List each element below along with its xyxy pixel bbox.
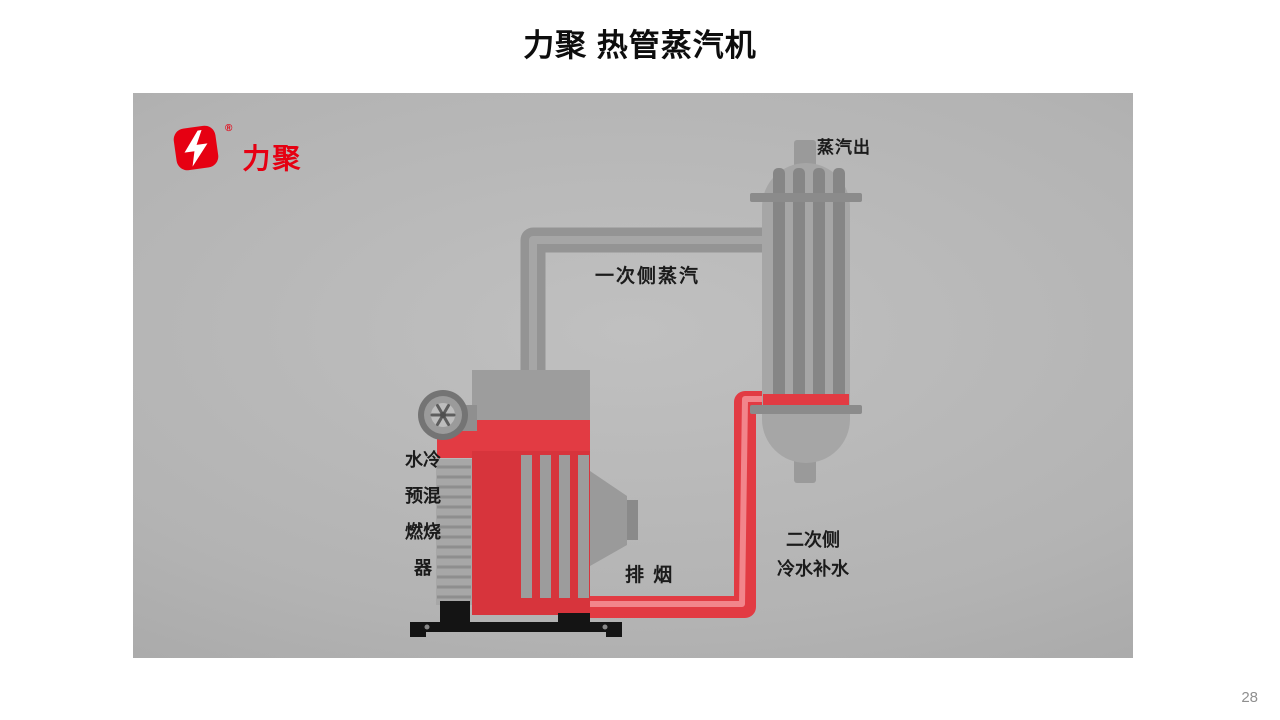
content-panel: ® 力聚 蒸汽出 一次侧蒸汽 水冷 预混 燃烧 器 排 烟 二次侧 冷水补水 [133, 93, 1133, 658]
page-number: 28 [1241, 689, 1258, 706]
label-water-cooled-premix-burner: 水冷 预混 燃烧 器 [405, 450, 441, 578]
boiler-top-box [472, 370, 590, 426]
secondary-water-pipe [585, 391, 769, 618]
primary-steam-pipe [520, 227, 771, 393]
vessel-top-flange [750, 193, 862, 202]
heat-exchanger-vessel [750, 140, 862, 483]
vessel-bottom-flange [750, 405, 862, 414]
brand-logo: ® 力聚 [169, 121, 302, 177]
label-steam-out: 蒸汽出 [817, 138, 871, 157]
slide-title: 力聚 热管蒸汽机 [523, 28, 757, 63]
steam-out-nozzle [794, 140, 816, 170]
exhaust-duct [590, 471, 638, 566]
blower-fan [418, 390, 477, 440]
label-primary-side-steam: 一次侧蒸汽 [595, 266, 701, 287]
steam-generator-diagram [410, 140, 862, 637]
boiler-slats [521, 455, 589, 598]
brand-name: 力聚 [242, 143, 303, 174]
burner-fins [436, 459, 472, 605]
base-frame [410, 601, 622, 637]
heat-pipes [773, 168, 845, 413]
boiler [436, 370, 590, 615]
registered-mark: ® [225, 123, 233, 134]
label-exhaust: 排 烟 [625, 565, 675, 586]
label-secondary-side-water: 二次侧 冷水补水 [777, 530, 849, 579]
lightning-bolt-icon [173, 125, 219, 171]
